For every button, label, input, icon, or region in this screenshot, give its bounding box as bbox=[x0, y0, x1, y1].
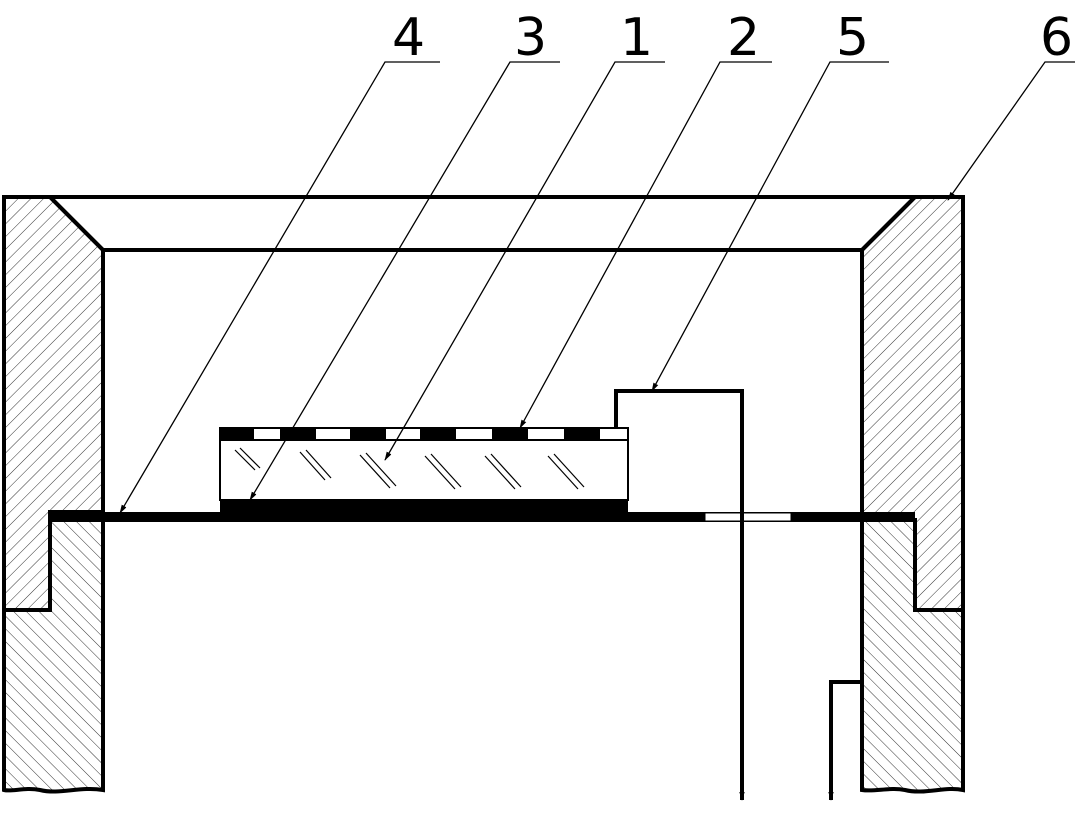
lead-wire bbox=[614, 389, 745, 801]
base-plate-window bbox=[704, 512, 792, 522]
crystal-element bbox=[219, 439, 629, 501]
base-plate bbox=[50, 512, 915, 522]
housing-top-frame bbox=[4, 195, 963, 252]
leader-2 bbox=[519, 61, 772, 429]
label-6: 6 bbox=[1040, 8, 1073, 68]
part-labels: 4 3 1 2 5 6 bbox=[392, 8, 1073, 68]
housing-left-lower bbox=[1, 518, 105, 794]
label-1: 1 bbox=[620, 8, 653, 68]
leader-5 bbox=[651, 61, 889, 392]
leader-lines bbox=[119, 61, 1075, 514]
label-5: 5 bbox=[836, 8, 869, 68]
leader-6 bbox=[947, 61, 1075, 201]
leader-3 bbox=[249, 61, 560, 501]
label-3: 3 bbox=[514, 8, 547, 68]
housing-right-lower bbox=[860, 518, 965, 794]
leader-1 bbox=[384, 61, 665, 461]
leader-4 bbox=[119, 61, 440, 514]
bottom-electrode bbox=[220, 499, 628, 513]
housing bbox=[1, 195, 965, 794]
top-electrode bbox=[219, 427, 629, 441]
ground-lead bbox=[828, 680, 862, 801]
label-4: 4 bbox=[392, 8, 425, 68]
label-2: 2 bbox=[727, 8, 760, 68]
